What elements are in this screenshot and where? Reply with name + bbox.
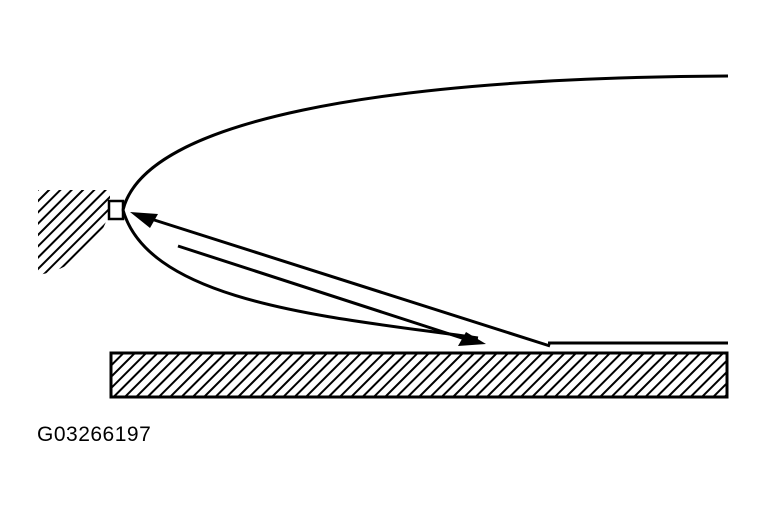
beam-envelope-upper (121, 74, 729, 211)
hatched-mount-icon (38, 190, 110, 275)
beam-envelope-lower (121, 209, 479, 340)
sensor-icon (107, 199, 125, 221)
outgoing-arrow-icon (177, 244, 486, 346)
figure-id-label: G03266197 (37, 423, 152, 446)
return-arrow-icon (130, 212, 551, 348)
hatched-ground-icon (109, 351, 729, 399)
